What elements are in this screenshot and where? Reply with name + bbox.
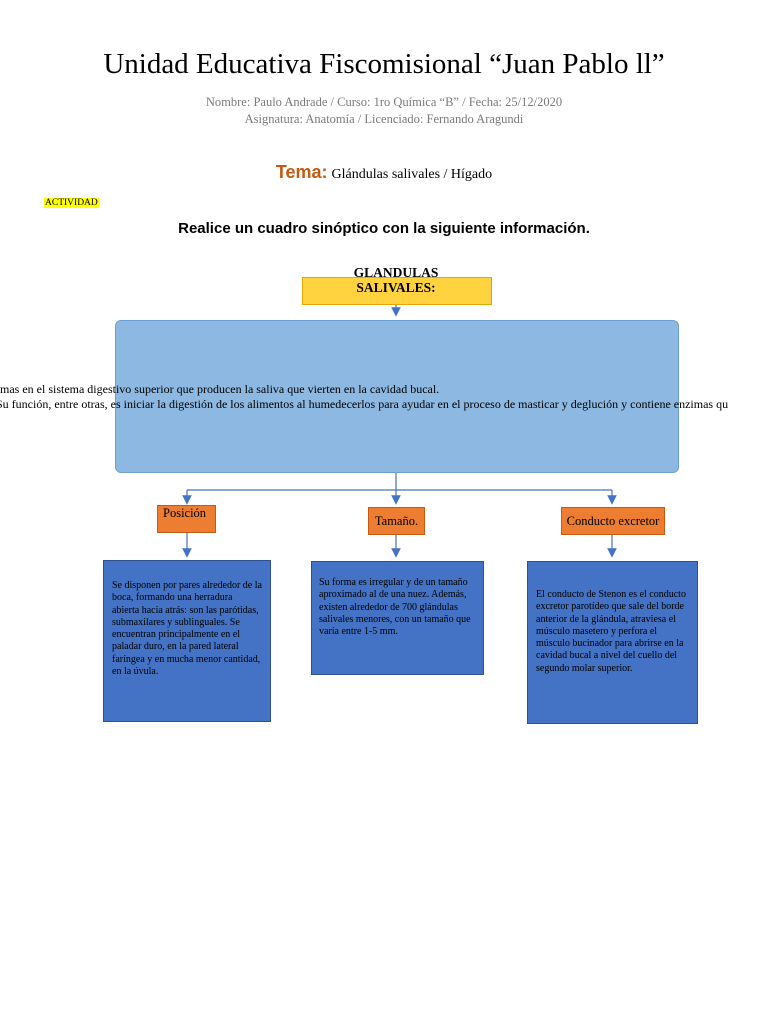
topic-value: Glándulas salivales / Hígado	[331, 167, 493, 182]
definition-text: mas en el sistema digestivo superior que…	[0, 382, 728, 411]
branch-label-tamano: Tamaño.	[368, 507, 425, 535]
topic-label: Tema:	[275, 162, 328, 182]
definition-box	[115, 320, 679, 473]
definition-line2: . Su función, entre otras, es iniciar la…	[0, 396, 729, 411]
detail-box-tamano	[311, 561, 484, 675]
root-node-label: GLANDULAS SALIVALES:	[302, 265, 490, 295]
branch-label-conducto: Conducto excretor	[561, 507, 665, 535]
branch-label-posicion: Posición	[157, 505, 216, 533]
instruction-heading: Realice un cuadro sinóptico con la sigui…	[178, 220, 590, 237]
detail-text-posicion: Se disponen por pares alrededor de la bo…	[112, 580, 262, 678]
root-label-line1: GLANDULAS	[353, 265, 439, 280]
detail-text-conducto: El conducto de Stenon es el conducto exc…	[536, 589, 686, 674]
topic-line: Tema: Glándulas salivales / Hígado	[0, 162, 768, 183]
student-info-line: Nombre: Paulo Andrade / Curso: 1ro Quími…	[205, 95, 563, 109]
detail-box-conducto	[527, 561, 698, 724]
document-title: Unidad Educativa Fiscomisional “Juan Pab…	[103, 48, 665, 80]
activity-highlight: ACTIVIDAD	[44, 198, 99, 208]
definition-line1: mas en el sistema digestivo superior que…	[0, 382, 440, 396]
course-info-line: Asignatura: Anatomía / Licenciado: Ferna…	[244, 112, 524, 126]
root-node-box	[302, 277, 492, 305]
root-label-line2: SALIVALES:	[356, 280, 436, 295]
detail-box-posicion	[103, 560, 271, 722]
detail-text-tamano: Su forma es irregular y de un tamaño apr…	[319, 577, 471, 638]
